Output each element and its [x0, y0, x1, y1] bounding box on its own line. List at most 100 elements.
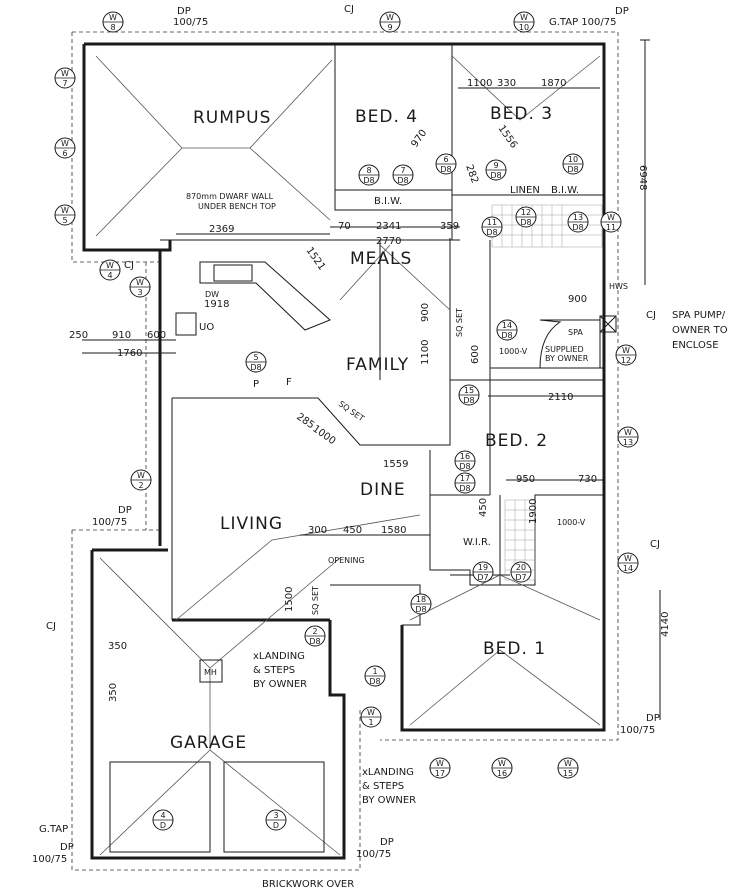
- svg-text:8: 8: [366, 166, 371, 175]
- window-tag-12: W12: [615, 344, 637, 366]
- room-bed2: BED. 2: [485, 431, 548, 451]
- dim-2770: 2770: [376, 236, 401, 247]
- svg-text:5: 5: [62, 216, 67, 225]
- svg-text:10: 10: [568, 155, 578, 164]
- svg-text:W: W: [61, 206, 69, 215]
- tag-dp-garage-size: 100/75: [32, 854, 67, 865]
- dim-2369: 2369: [209, 224, 234, 235]
- door-tag-7: 7D8: [392, 164, 414, 186]
- room-linen: LINEN: [510, 185, 540, 196]
- wall-garage: [90, 548, 346, 860]
- wall-rumpus-wing: [82, 42, 606, 368]
- window-tag-6: W6: [54, 137, 76, 159]
- window-tags: W8W9W10W7W6W5W4W3W11W12W13W2W14W1W17W16W…: [54, 11, 639, 779]
- svg-text:16: 16: [460, 452, 470, 461]
- svg-text:W: W: [520, 13, 528, 22]
- svg-text:4: 4: [160, 811, 165, 820]
- sink: [213, 264, 253, 282]
- tag-cj-bed1: CJ: [650, 539, 660, 550]
- svg-text:D8: D8: [369, 677, 380, 686]
- svg-text:20: 20: [516, 563, 526, 572]
- note-dw: DW: [205, 290, 219, 299]
- svg-text:W: W: [436, 759, 444, 768]
- window-tag-17: W17: [429, 757, 451, 779]
- svg-text:17: 17: [435, 769, 445, 778]
- window-tag-14: W14: [617, 552, 639, 574]
- roof-bed1: [409, 574, 601, 726]
- window-tag-1: W1: [360, 706, 382, 728]
- dim-450-wir: 450: [478, 498, 489, 517]
- svg-text:7: 7: [400, 166, 405, 175]
- note-landing-2b: & STEPS: [362, 781, 404, 792]
- door-tag-4: 4D: [152, 809, 174, 831]
- garage-door-right: [223, 761, 325, 853]
- dim-910: 910: [112, 330, 131, 341]
- eaves-outline-top: [71, 31, 619, 263]
- svg-text:3: 3: [137, 288, 142, 297]
- tag-dp-garage: DP: [60, 842, 74, 853]
- dim-1100: 1100: [467, 78, 492, 89]
- note-spa: SPA: [568, 328, 583, 337]
- note-landing-1c: BY OWNER: [253, 679, 307, 690]
- note-spa-pump-3: ENCLOSE: [672, 340, 719, 351]
- partitions: [160, 44, 605, 626]
- svg-text:19: 19: [478, 563, 488, 572]
- svg-text:2: 2: [138, 481, 143, 490]
- door-tag-3: 3D: [265, 809, 287, 831]
- svg-text:4: 4: [107, 271, 112, 280]
- dim-950: 950: [516, 474, 535, 485]
- dim-1918: 1918: [204, 299, 229, 310]
- door-tag-2: 2D8: [304, 625, 326, 647]
- svg-text:W: W: [607, 213, 615, 222]
- note-supplied-1: SUPPLIED: [545, 345, 584, 354]
- tag-cj-garage: CJ: [46, 621, 56, 632]
- note-brickwork: BRICKWORK OVER: [262, 879, 354, 887]
- spa-pump-box: [599, 315, 617, 333]
- window-tag-3: W3: [129, 276, 151, 298]
- svg-text:14: 14: [502, 321, 512, 330]
- kitchen-bench: [199, 261, 331, 331]
- tag-dp-living: DP: [118, 505, 132, 516]
- svg-text:2: 2: [312, 627, 317, 636]
- door-tag-1: 1D8: [364, 665, 386, 687]
- svg-text:D8: D8: [463, 396, 474, 405]
- door-tag-8: 8D8: [358, 164, 380, 186]
- svg-text:6: 6: [62, 149, 67, 158]
- svg-text:13: 13: [573, 213, 583, 222]
- svg-text:D8: D8: [490, 171, 501, 180]
- tag-dp-top-right: DP: [615, 6, 629, 17]
- svg-text:18: 18: [416, 595, 426, 604]
- dim-1000v-ens: 1000-V: [557, 518, 586, 527]
- svg-text:13: 13: [623, 438, 633, 447]
- room-dine: DINE: [360, 480, 406, 500]
- eaves-outline-garage: [71, 530, 361, 871]
- tag-dp-bed1: DP: [646, 713, 660, 724]
- svg-text:D8: D8: [250, 363, 261, 372]
- dim-4140: 4140: [660, 612, 671, 637]
- note-landing-2a: xLANDING: [362, 767, 414, 778]
- room-bed1: BED. 1: [483, 639, 546, 659]
- svg-text:D8: D8: [363, 176, 374, 185]
- dim-300: 300: [308, 525, 327, 536]
- window-tag-7: W7: [54, 67, 76, 89]
- svg-text:W: W: [136, 278, 144, 287]
- svg-text:17: 17: [460, 474, 470, 483]
- note-landing-1a: xLANDING: [253, 651, 305, 662]
- svg-text:7: 7: [62, 79, 67, 88]
- svg-text:W: W: [624, 554, 632, 563]
- svg-text:6: 6: [443, 155, 448, 164]
- dim-1000: 1000: [310, 423, 337, 447]
- dim-350-a: 350: [108, 641, 127, 652]
- svg-text:W: W: [367, 708, 375, 717]
- window-tag-10: W10: [513, 11, 535, 33]
- tag-dp-top-size: 100/75: [173, 17, 208, 28]
- svg-text:15: 15: [464, 386, 474, 395]
- dim-2110: 2110: [548, 392, 573, 403]
- wall-east-bed2: [400, 368, 606, 732]
